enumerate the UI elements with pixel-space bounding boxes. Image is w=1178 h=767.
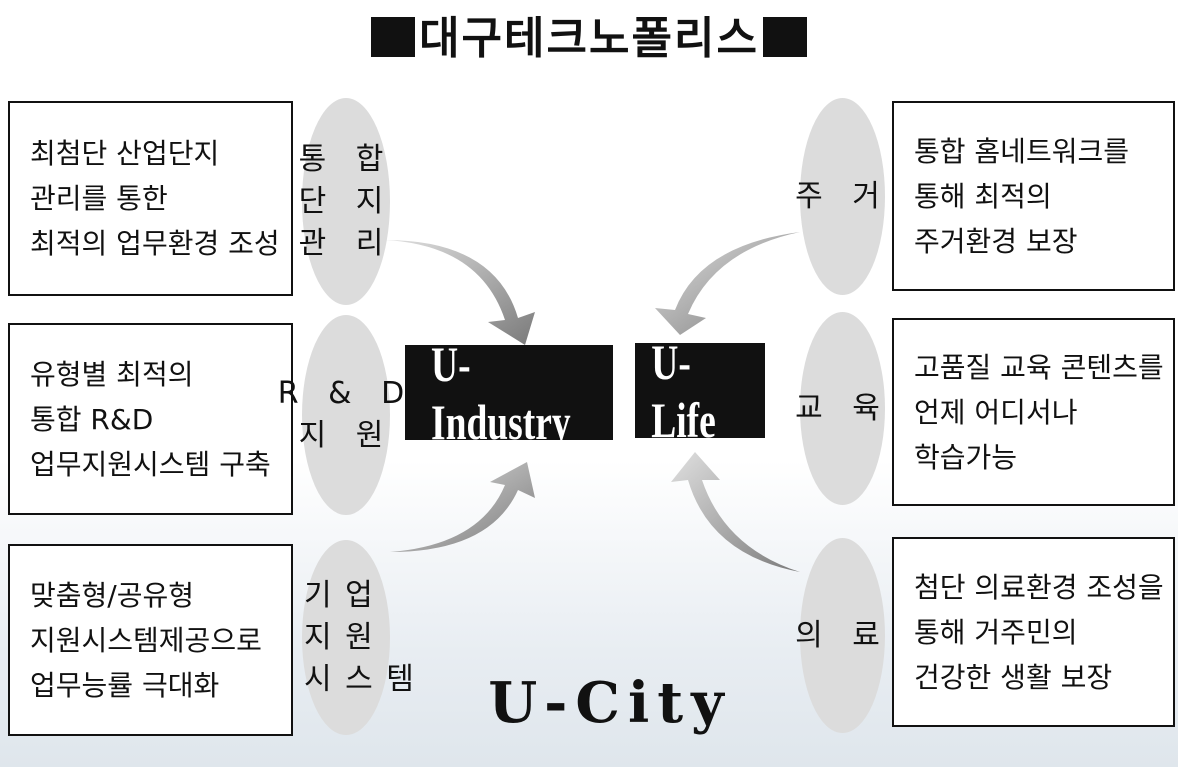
desc-line: 업무능률 극대화 [30,668,220,702]
desc-line: 언제 어디서나 [914,395,1078,429]
desc-line: 통합 홈네트워크를 [914,134,1129,168]
desc-line: 통해 최적의 [914,179,1052,213]
desc-line: 업무지원시스템 구축 [30,447,271,481]
desc-line: 맞춤형/공유형 [30,578,194,612]
left-ellipse-2: R & D 지 원 [278,315,404,515]
u-life-label: U-Life [651,333,716,448]
desc-line: 최첨단 산업단지 [30,137,220,170]
arrow-br [671,452,800,572]
desc-line: 통합 R&D [30,402,154,436]
right-ellipse-1: 주 거 [795,98,885,295]
square-bullet-icon [371,17,416,57]
left-ellipse-1: 통 합 단 지 관 리 [299,98,390,305]
u-life-block: U-Life [635,334,765,448]
u-city-label: U-City [488,670,732,736]
arrow-tr [655,232,800,335]
diagram-title: 대구테크노폴리스 [0,2,1178,66]
desc-line: 주거환경 보장 [914,224,1078,258]
desc-line: 지원시스템제공으로 [30,623,262,657]
desc-line: 건강한 생활 보장 [914,660,1113,694]
u-industry-label: U-Industry [431,335,571,450]
desc-line: 관리를 통한 [30,182,168,215]
title-text: 대구테크노폴리스 [419,13,759,64]
desc-line: 최적의 업무환경 조성 [30,227,280,260]
u-industry-block: U-Industry [405,336,613,450]
left-ellipse-3: 기 업 지 원 시 스 템 [302,540,414,735]
desc-line: 유형별 최적의 [30,357,194,391]
desc-line: 학습가능 [914,440,1018,474]
desc-line: 고품질 교육 콘텐츠를 [914,350,1164,384]
right-ellipse-2: 교 육 [795,312,885,505]
arrow-bl [390,462,535,552]
arrow-tl [385,240,535,345]
right-ellipse-3: 의 료 [795,538,885,733]
square-bullet-icon [762,17,807,57]
desc-line: 통해 거주민의 [914,615,1078,649]
desc-line: 첨단 의료환경 조성을 [914,570,1164,604]
